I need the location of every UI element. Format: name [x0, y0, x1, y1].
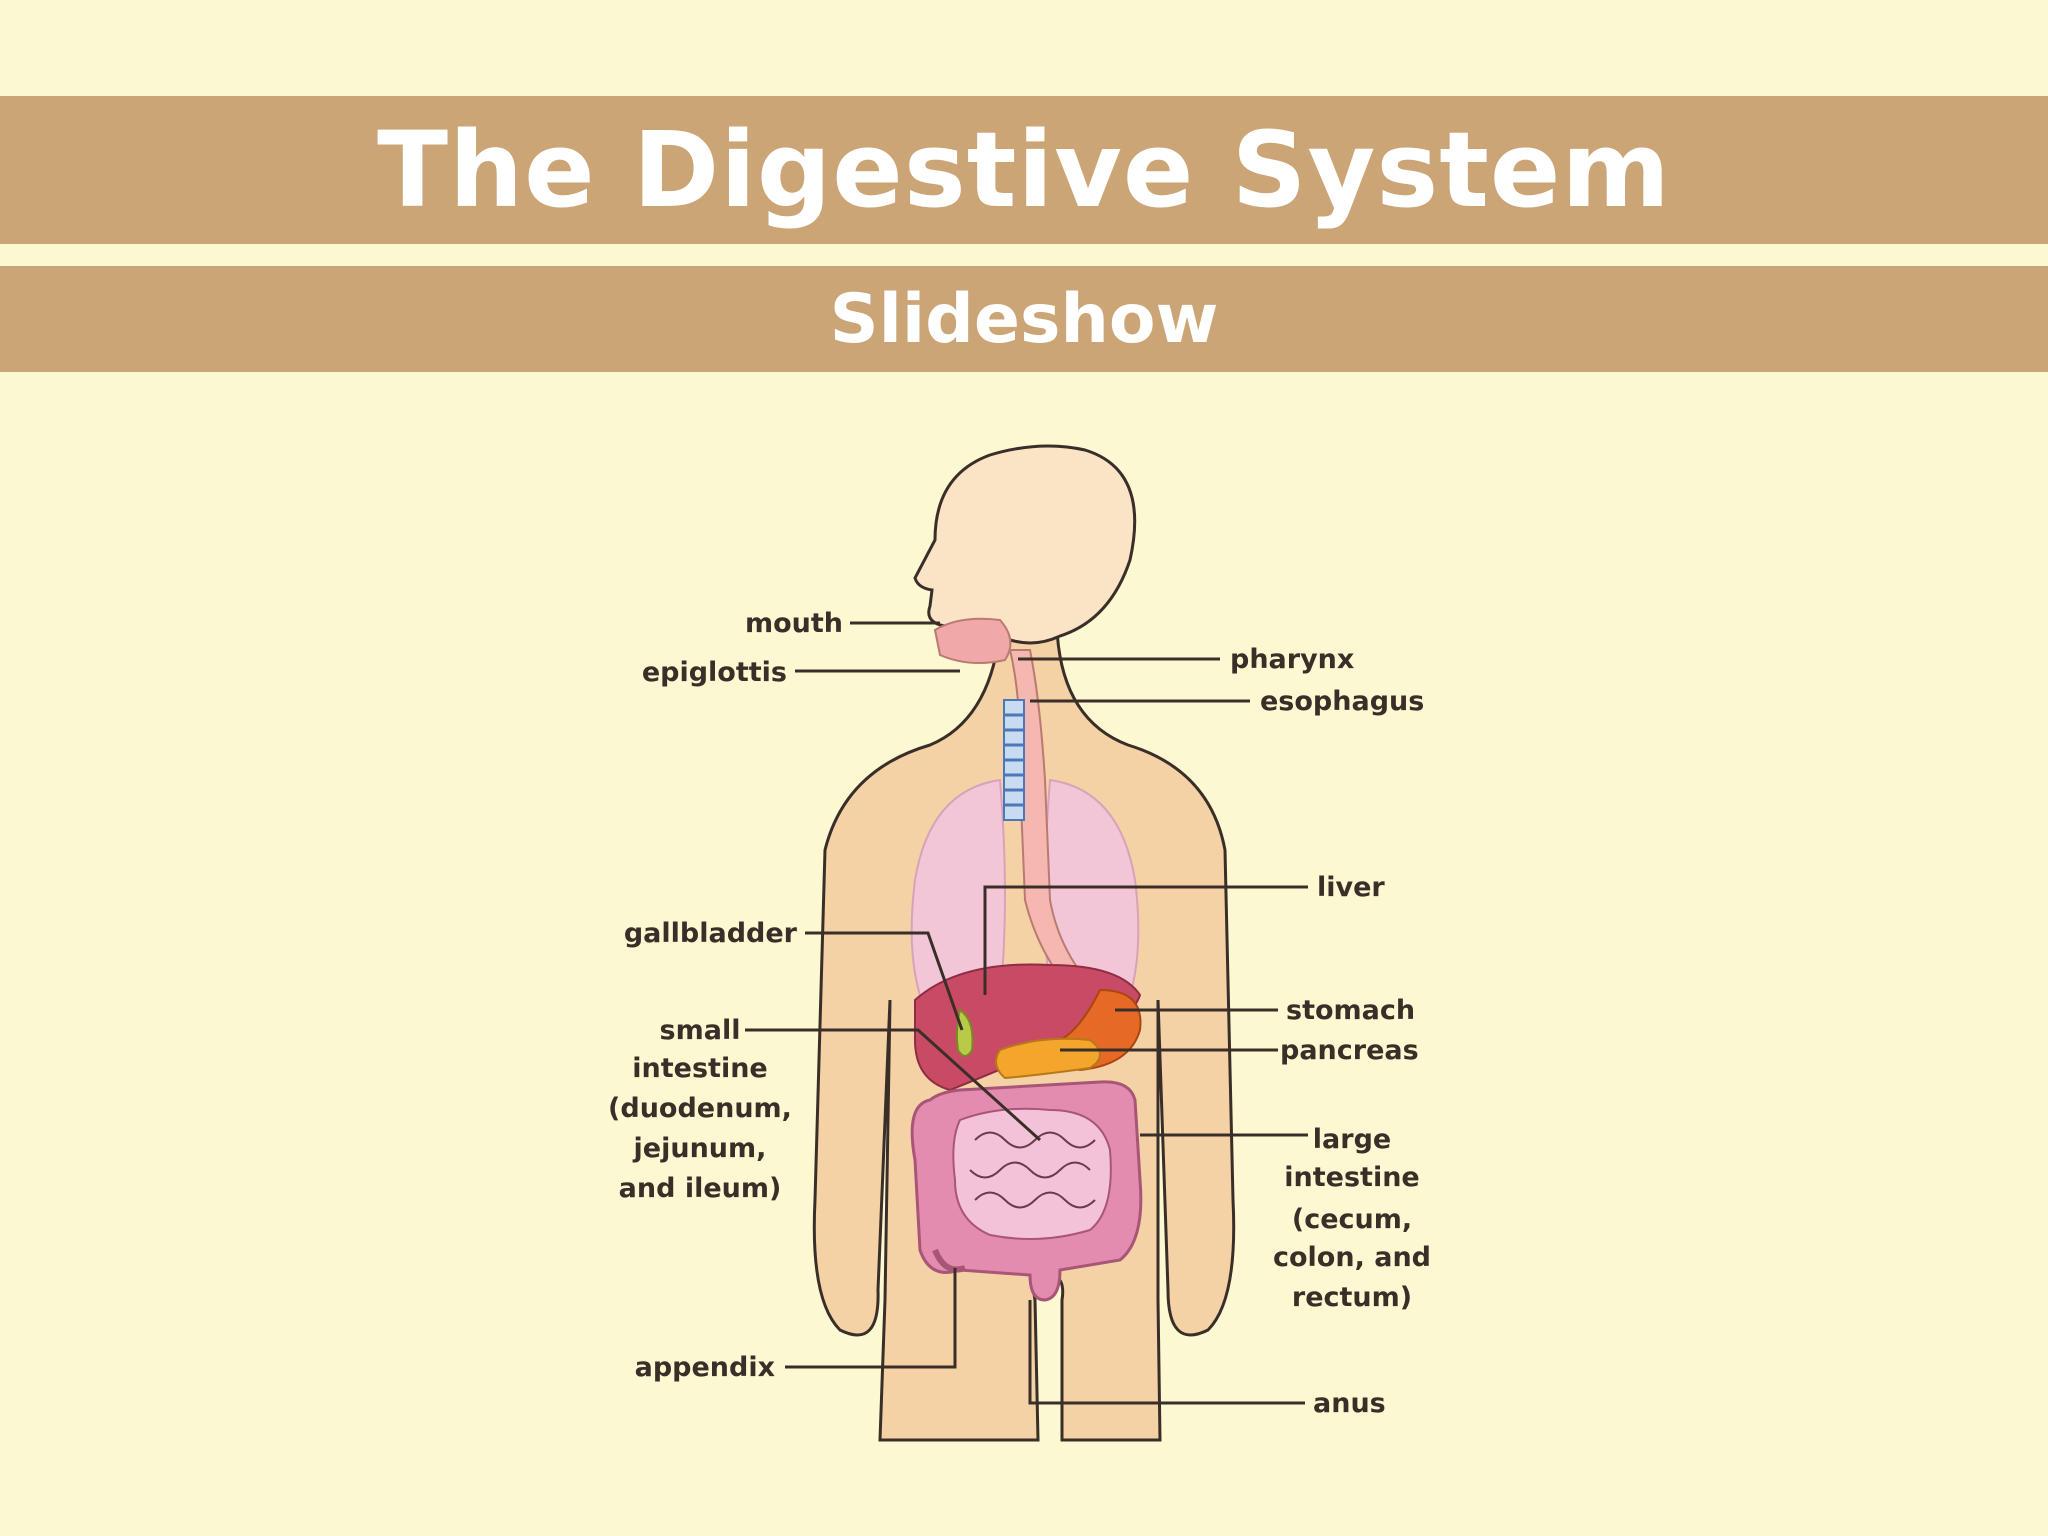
label-small-intestine-2: intestine [632, 1053, 767, 1084]
label-small-intestine-1: small [660, 1015, 741, 1046]
label-stomach: stomach [1286, 995, 1415, 1026]
label-large-intestine-2: intestine [1284, 1162, 1419, 1193]
label-small-intestine-5: and ileum) [619, 1173, 782, 1204]
label-large-intestine-3: (cecum, [1292, 1204, 1412, 1235]
small-intestine-organ [953, 1109, 1111, 1239]
label-esophagus: esophagus [1260, 686, 1424, 717]
label-anus: anus [1313, 1388, 1386, 1419]
label-pharynx: pharynx [1230, 644, 1354, 675]
label-small-intestine-3: (duodenum, [608, 1093, 792, 1124]
label-large-intestine-5: rectum) [1292, 1282, 1412, 1313]
label-epiglottis: epiglottis [642, 657, 787, 688]
label-mouth: mouth [745, 608, 843, 639]
trachea [1004, 700, 1024, 820]
label-large-intestine-1: large [1313, 1124, 1391, 1155]
label-pancreas: pancreas [1280, 1035, 1419, 1066]
label-appendix: appendix [635, 1352, 775, 1383]
label-gallbladder: gallbladder [624, 918, 798, 949]
head [915, 446, 1135, 643]
oral-cavity [935, 619, 1010, 663]
label-liver: liver [1317, 872, 1385, 903]
label-large-intestine-4: colon, and [1273, 1242, 1431, 1273]
label-small-intestine-4: jejunum, [633, 1133, 767, 1164]
